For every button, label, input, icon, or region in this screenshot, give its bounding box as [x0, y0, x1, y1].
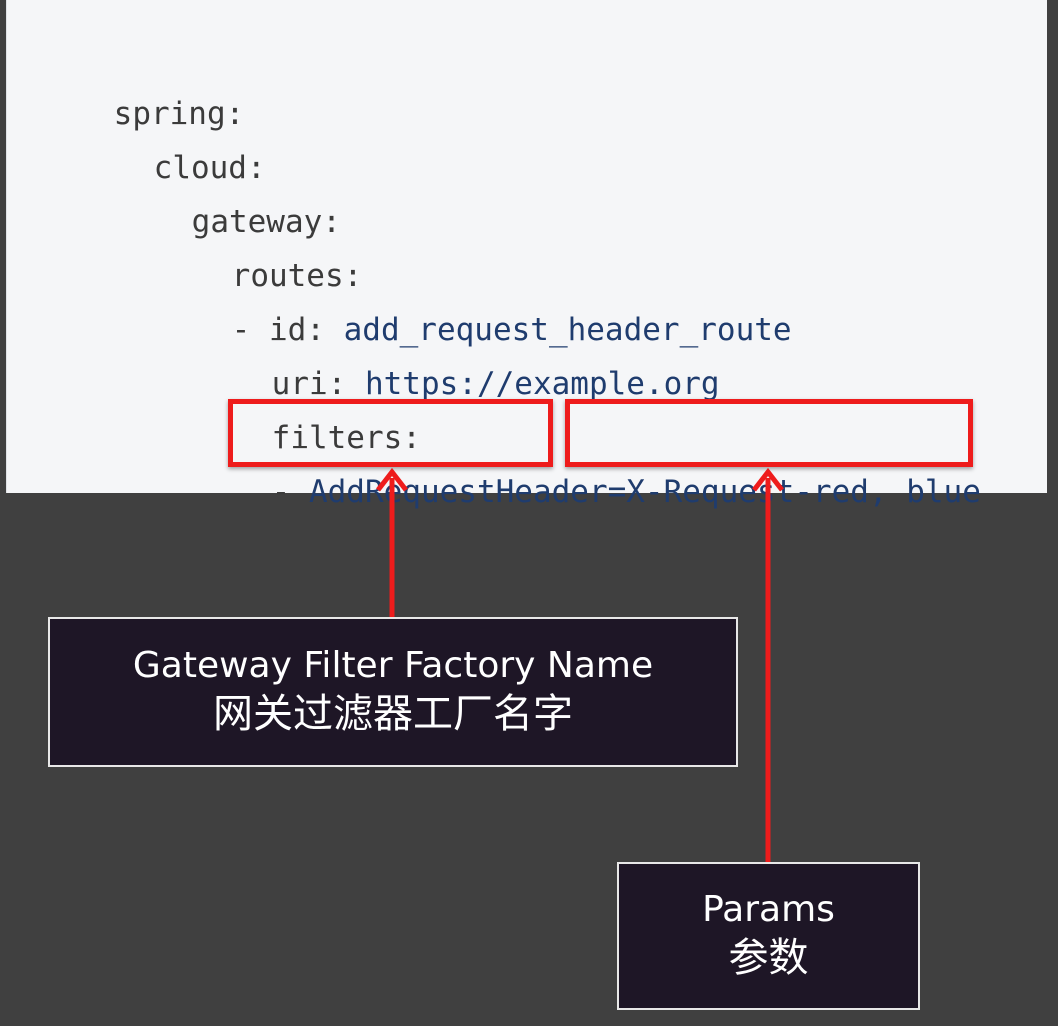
code-line-gateway: gateway:: [117, 141, 341, 240]
code-line-routes: routes:: [157, 195, 363, 294]
code-block: spring: cloud: gateway: routes: - id: ad…: [6, 0, 1047, 510]
code-key: - id:: [231, 312, 344, 348]
filter-name-arrow: [376, 467, 408, 618]
filter-name-label-en: Gateway Filter Factory Name: [132, 645, 654, 686]
filter-name-label-zh: 网关过滤器工厂名字: [213, 691, 573, 737]
filter-name-highlight-box: [228, 399, 553, 467]
params-highlight-box: [565, 399, 973, 467]
code-key: filters:: [271, 420, 421, 456]
params-label-box: Params 参数: [617, 862, 920, 1010]
code-key: uri:: [271, 366, 365, 402]
code-value: https://example.org: [364, 366, 720, 402]
code-key: spring:: [113, 96, 245, 132]
params-arrow: [752, 467, 784, 862]
params-label-en: Params: [702, 889, 835, 930]
code-line-filter-entry: - AddRequestHeader=X-Request-red, blue: [197, 411, 981, 510]
code-value: add_request_header_route: [343, 312, 792, 348]
code-key: gateway:: [191, 204, 341, 240]
params-label-zh: 参数: [728, 935, 809, 981]
code-key: cloud:: [153, 150, 266, 186]
code-key: -: [271, 474, 309, 510]
code-line-spring: spring:: [39, 33, 245, 132]
code-value: AddRequestHeader=X-Request-red, blue: [308, 474, 981, 510]
filter-name-label-box: Gateway Filter Factory Name 网关过滤器工厂名字: [48, 617, 738, 767]
code-key: routes:: [231, 258, 363, 294]
code-line-filters: filters:: [197, 357, 421, 456]
code-line-uri: uri: https://example.org: [197, 303, 720, 402]
code-line-id: - id: add_request_header_route: [157, 249, 792, 348]
code-line-cloud: cloud:: [79, 87, 266, 186]
